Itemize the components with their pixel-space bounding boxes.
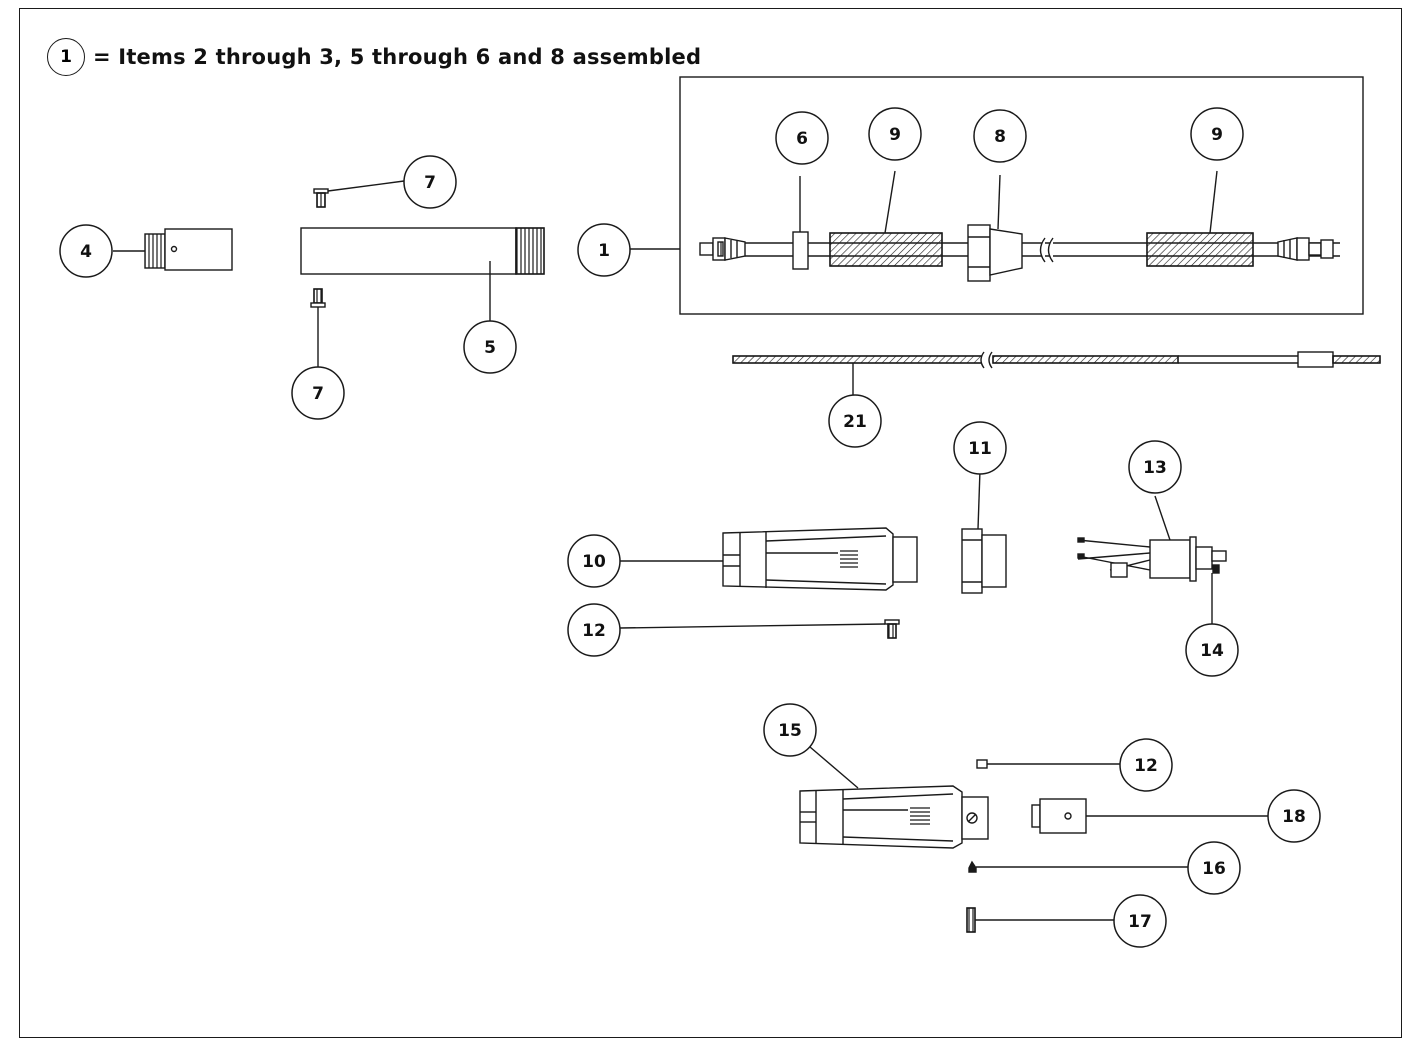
part-13-switch bbox=[1077, 495, 1227, 582]
svg-text:21: 21 bbox=[843, 412, 867, 432]
header-callout: 1 bbox=[47, 38, 85, 76]
svg-text:8: 8 bbox=[994, 127, 1006, 147]
svg-text:14: 14 bbox=[1200, 641, 1224, 661]
callout-18: 18 bbox=[1267, 789, 1321, 843]
part-21-wire bbox=[732, 351, 1381, 398]
part-17-pin bbox=[966, 907, 1114, 933]
svg-text:13: 13 bbox=[1143, 458, 1167, 478]
svg-text:17: 17 bbox=[1128, 912, 1152, 932]
callout-8: 8 bbox=[973, 109, 1027, 163]
callout-21: 21 bbox=[828, 394, 882, 448]
part-14-contact bbox=[1211, 564, 1220, 625]
callout-1: 1 bbox=[577, 223, 631, 277]
svg-text:7: 7 bbox=[312, 384, 324, 404]
callout-15: 15 bbox=[763, 703, 817, 757]
callout-14: 14 bbox=[1185, 623, 1239, 677]
part-12-screw-lower bbox=[976, 759, 1122, 769]
part-1-cable-assembly bbox=[628, 170, 1340, 282]
callout-11: 11 bbox=[953, 421, 1007, 475]
part-7-screw-top bbox=[313, 180, 405, 208]
callout-9-right: 9 bbox=[1190, 107, 1244, 161]
svg-text:9: 9 bbox=[1211, 125, 1223, 145]
callout-9-left: 9 bbox=[868, 107, 922, 161]
svg-text:9: 9 bbox=[889, 125, 901, 145]
svg-text:5: 5 bbox=[484, 338, 496, 358]
svg-text:11: 11 bbox=[968, 439, 992, 459]
part-7-screw-bottom bbox=[310, 288, 326, 367]
part-16-ball bbox=[968, 860, 1190, 873]
part-11-nut bbox=[961, 469, 1007, 594]
callout-13: 13 bbox=[1128, 440, 1182, 494]
callout-16: 16 bbox=[1187, 841, 1241, 895]
part-12-screw-middle bbox=[619, 619, 900, 639]
callout-12-lower: 12 bbox=[1119, 738, 1173, 792]
part-4-adapter bbox=[113, 228, 233, 271]
callout-12-middle: 12 bbox=[567, 603, 621, 657]
svg-text:18: 18 bbox=[1282, 807, 1306, 827]
callout-10: 10 bbox=[567, 534, 621, 588]
callout-17: 17 bbox=[1113, 894, 1167, 948]
part-10-handle bbox=[620, 527, 918, 591]
svg-text:4: 4 bbox=[80, 242, 92, 262]
svg-text:12: 12 bbox=[1134, 756, 1158, 776]
callout-6: 6 bbox=[775, 111, 829, 165]
callout-7-bottom: 7 bbox=[291, 366, 345, 420]
svg-text:10: 10 bbox=[582, 552, 606, 572]
header-note: 1 = Items 2 through 3, 5 through 6 and 8… bbox=[47, 37, 701, 77]
svg-text:12: 12 bbox=[582, 621, 606, 641]
svg-text:1: 1 bbox=[598, 241, 610, 261]
part-15-handle bbox=[799, 746, 989, 849]
svg-text:16: 16 bbox=[1202, 859, 1226, 879]
svg-text:7: 7 bbox=[424, 173, 436, 193]
part-5-tube bbox=[300, 227, 545, 322]
assembly-note: = Items 2 through 3, 5 through 6 and 8 a… bbox=[93, 45, 702, 69]
assembly-box bbox=[679, 76, 1364, 315]
callout-5: 5 bbox=[463, 320, 517, 374]
svg-text:15: 15 bbox=[778, 721, 802, 741]
callout-7-top: 7 bbox=[403, 155, 457, 209]
part-18-cap bbox=[1031, 798, 1270, 834]
svg-text:6: 6 bbox=[796, 129, 808, 149]
callout-4: 4 bbox=[59, 224, 113, 278]
